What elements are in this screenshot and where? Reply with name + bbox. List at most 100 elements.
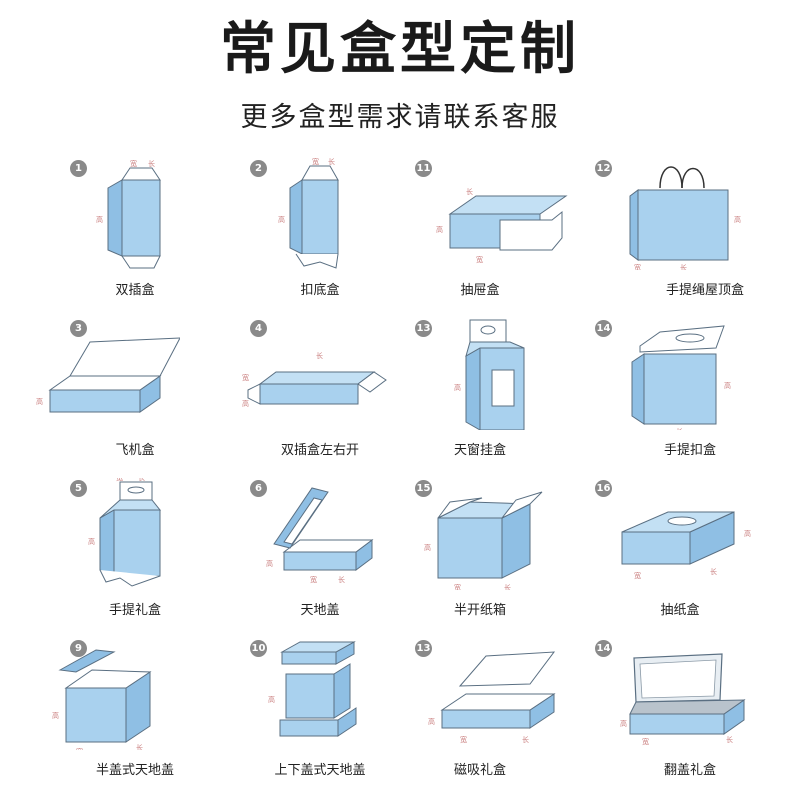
number-badge: 9 xyxy=(70,640,87,657)
box-label: 抽纸盒 xyxy=(660,603,700,618)
number-badge: 13 xyxy=(415,320,432,337)
box-card-side-tuck: 4 长 宽 高 双插盒左右开 xyxy=(200,310,400,470)
dim-height: 高 xyxy=(744,529,751,538)
dim-height: 高 xyxy=(734,215,741,224)
dim-length: 长 xyxy=(338,575,345,584)
box-label: 扣底盒 xyxy=(300,283,340,298)
box-label: 手提礼盒 xyxy=(108,603,161,618)
dim-length: 长 xyxy=(726,735,733,744)
box-card-mailer: 3 高 飞机盒 xyxy=(0,310,200,470)
box-label: 手提绳屋顶盒 xyxy=(665,283,744,298)
box-label: 双插盒左右开 xyxy=(280,443,359,458)
dim-height: 高 xyxy=(266,559,273,568)
number-badge: 14 xyxy=(595,320,612,337)
number-badge: 5 xyxy=(70,480,87,497)
dim-height: 高 xyxy=(96,215,103,224)
number-badge: 6 xyxy=(250,480,267,497)
tissue-box-icon: 高 宽 长 xyxy=(621,511,751,580)
number-badge: 10 xyxy=(250,640,267,657)
window-hang-box-icon: 高 长 xyxy=(454,319,525,430)
dim-length: 长 xyxy=(466,187,473,196)
dim-length: 长 xyxy=(148,159,155,168)
dim-width: 宽 xyxy=(476,255,483,264)
number-badge: 16 xyxy=(595,480,612,497)
magnetic-gift-box-icon: 高 宽 长 xyxy=(428,651,556,744)
number-badge: 3 xyxy=(70,320,87,337)
box-card-lock-bottom: 2 宽 长 高 扣底盒 xyxy=(200,150,400,310)
dim-width: 宽 xyxy=(634,571,641,580)
dim-width: 宽 xyxy=(242,373,249,382)
page-subtitle: 更多盒型需求请联系客服 xyxy=(240,102,560,133)
box-card-tuck-end: 1 宽 长 高 双插盒 xyxy=(0,150,200,310)
tuck-end-box-icon: 宽 长 高 xyxy=(96,159,161,269)
half-open-carton-icon: 高 宽 长 xyxy=(424,491,543,590)
half-lid-box-icon: 高 宽 长 xyxy=(52,649,152,750)
page-title: 常见盒型定制 xyxy=(220,17,580,82)
box-card-window-hang: 13 高 长 天窗挂盒 xyxy=(400,310,600,470)
box-card-rope-handle: 12 高 宽 长 手提绳屋顶盒 xyxy=(595,150,800,310)
box-label: 半开纸箱 xyxy=(453,603,506,618)
number-badge: 1 xyxy=(70,160,87,177)
box-label: 半盖式天地盖 xyxy=(95,763,174,778)
box-label: 天窗挂盒 xyxy=(453,443,506,458)
dim-height: 高 xyxy=(454,383,461,392)
dim-height: 高 xyxy=(436,225,443,234)
box-card-drawer: 11 长 高 宽 抽屉盒 xyxy=(400,150,600,310)
dim-height: 高 xyxy=(724,381,731,390)
box-card-flip-lid-gift: 14 高 宽 长 翻盖礼盒 xyxy=(595,630,800,790)
dim-height: 高 xyxy=(268,695,275,704)
number-badge: 2 xyxy=(250,160,267,177)
number-badge: 4 xyxy=(250,320,267,337)
dim-height: 高 xyxy=(428,717,435,726)
dim-height: 高 xyxy=(52,711,59,720)
box-type-grid: 1 宽 长 高 双插盒 2 宽 长 高 扣底盒 11 xyxy=(0,150,800,790)
box-label: 磁吸礼盒 xyxy=(453,763,506,778)
dim-length: 长 xyxy=(136,743,143,750)
box-card-magnetic-gift: 13 高 宽 长 磁吸礼盒 xyxy=(400,630,600,790)
dim-length: 长 xyxy=(522,735,529,744)
dim-length: 长 xyxy=(138,478,145,482)
lid-base-box-icon: 高 宽 长 xyxy=(266,487,374,584)
dim-width: 宽 xyxy=(634,263,641,270)
box-card-gift-handle: 5 宽 长 高 手提礼盒 xyxy=(0,470,200,630)
dim-height: 高 xyxy=(620,719,627,728)
dim-length: 长 xyxy=(316,351,323,360)
box-label: 双插盒 xyxy=(115,283,155,298)
dim-length: 长 xyxy=(504,583,511,590)
box-label: 抽屉盒 xyxy=(460,283,500,298)
dim-length: 长 xyxy=(680,263,687,270)
rope-handle-box-icon: 高 宽 长 xyxy=(629,166,741,270)
box-card-top-bottom-lid: 10 高 上下盖式天地盖 xyxy=(200,630,400,790)
drawer-box-icon: 长 高 宽 xyxy=(436,187,568,264)
dim-width: 宽 xyxy=(310,575,317,584)
flip-lid-gift-box-icon: 高 宽 长 xyxy=(620,653,746,746)
box-card-half-open-carton: 15 高 宽 长 半开纸箱 xyxy=(400,470,600,630)
box-label: 翻盖礼盒 xyxy=(663,763,716,778)
dim-height: 高 xyxy=(36,397,43,406)
dim-width: 宽 xyxy=(460,735,467,744)
top-bottom-lid-box-icon: 高 xyxy=(268,641,357,737)
box-card-handle-lock: 14 高 长 手提扣盒 xyxy=(595,310,800,470)
dim-width: 宽 xyxy=(130,159,137,168)
dim-height: 高 xyxy=(424,543,431,552)
box-label: 飞机盒 xyxy=(115,443,155,458)
box-label: 天地盖 xyxy=(300,603,340,618)
side-tuck-box-icon: 长 宽 高 xyxy=(242,351,387,408)
dim-height: 高 xyxy=(88,537,95,546)
mailer-box-icon: 高 xyxy=(36,337,180,413)
box-card-tissue: 16 高 宽 长 抽纸盒 xyxy=(595,470,800,630)
gift-handle-box-icon: 宽 长 高 xyxy=(88,478,162,587)
dim-length: 长 xyxy=(710,567,717,576)
number-badge: 13 xyxy=(415,640,432,657)
number-badge: 15 xyxy=(415,480,432,497)
dim-length: 长 xyxy=(328,158,335,166)
dim-length: 长 xyxy=(676,427,683,430)
dim-width: 宽 xyxy=(454,583,461,590)
number-badge: 14 xyxy=(595,640,612,657)
dim-width: 宽 xyxy=(116,478,123,482)
dim-height: 高 xyxy=(278,215,285,224)
box-card-lid-base: 6 高 宽 长 天地盖 xyxy=(200,470,400,630)
dim-width: 宽 xyxy=(312,158,319,166)
box-label: 手提扣盒 xyxy=(663,443,716,458)
dim-width: 宽 xyxy=(76,747,83,750)
